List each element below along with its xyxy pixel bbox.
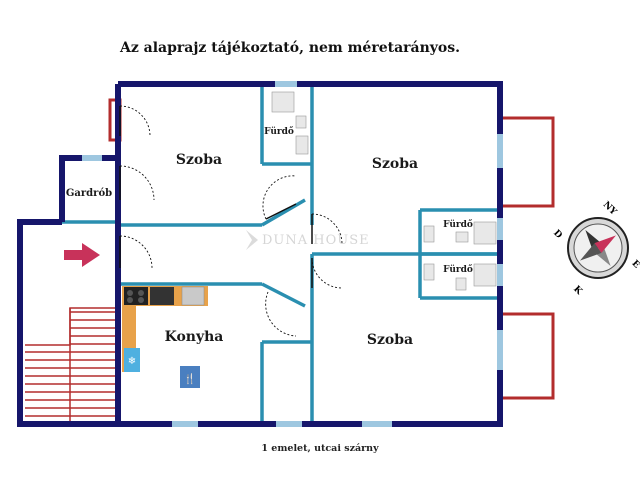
room-label-bath-right-upper: Fürdő [443,219,473,230]
compass-ny: NY [601,200,619,218]
bath-fixtures [271,91,497,291]
plan-caption: 1 emelet, utcai szárny [261,443,379,454]
stove-icon [124,287,148,305]
window [276,421,302,427]
kitchen-fixtures: ❄ 🍴 [122,286,208,388]
plan-note: Az alaprajz tájékoztató, nem méretarányo… [119,40,461,56]
balcony-bottom-right [500,312,555,400]
windows [82,81,503,427]
room-label-wardrobe: Gardrób [66,188,112,199]
window [497,218,503,240]
brand-watermark: DUNA HOUSE [246,230,370,250]
sink-icon [295,135,309,155]
shower-icon [473,263,497,287]
toilet-icon [455,277,467,291]
svg-text:❄: ❄ [128,356,136,367]
toilet-icon [455,231,469,243]
window [497,134,503,168]
balconies [108,98,555,400]
window [82,155,102,161]
window [497,264,503,286]
balcony-top-right [500,116,555,208]
compass: NY E K D [551,200,640,298]
watermark-text: DUNA HOUSE [262,233,370,248]
room-label-bottom-right: Szoba [367,332,413,348]
sink-icon [423,225,435,243]
room-label-bath-right-lower: Fürdő [443,264,473,275]
staircase [25,307,116,424]
door-leaves [119,106,313,288]
window [362,421,392,427]
room-label-bath-top: Fürdő [264,126,294,137]
compass-e: E [629,259,640,271]
room-label-top-right: Szoba [372,156,418,172]
compass-k: K [571,284,584,297]
svg-text:🍴: 🍴 [184,372,196,385]
entrance-arrow-icon [64,243,100,267]
sink-icon [423,263,435,281]
inner-walls [62,84,500,424]
fridge-icon [124,348,140,372]
window [172,421,198,427]
room-label-kitchen: Konyha [165,329,224,345]
room-label-top-left: Szoba [176,152,222,168]
brand-logo-icon [246,230,258,250]
window [497,330,503,370]
cooktop-icon [150,287,174,305]
dining-icon [180,366,200,388]
shower-icon [473,221,497,245]
toilet-icon [295,115,307,129]
window [275,81,297,87]
sink-icon [181,286,205,306]
compass-d: D [551,228,564,241]
shower-icon [271,91,295,113]
